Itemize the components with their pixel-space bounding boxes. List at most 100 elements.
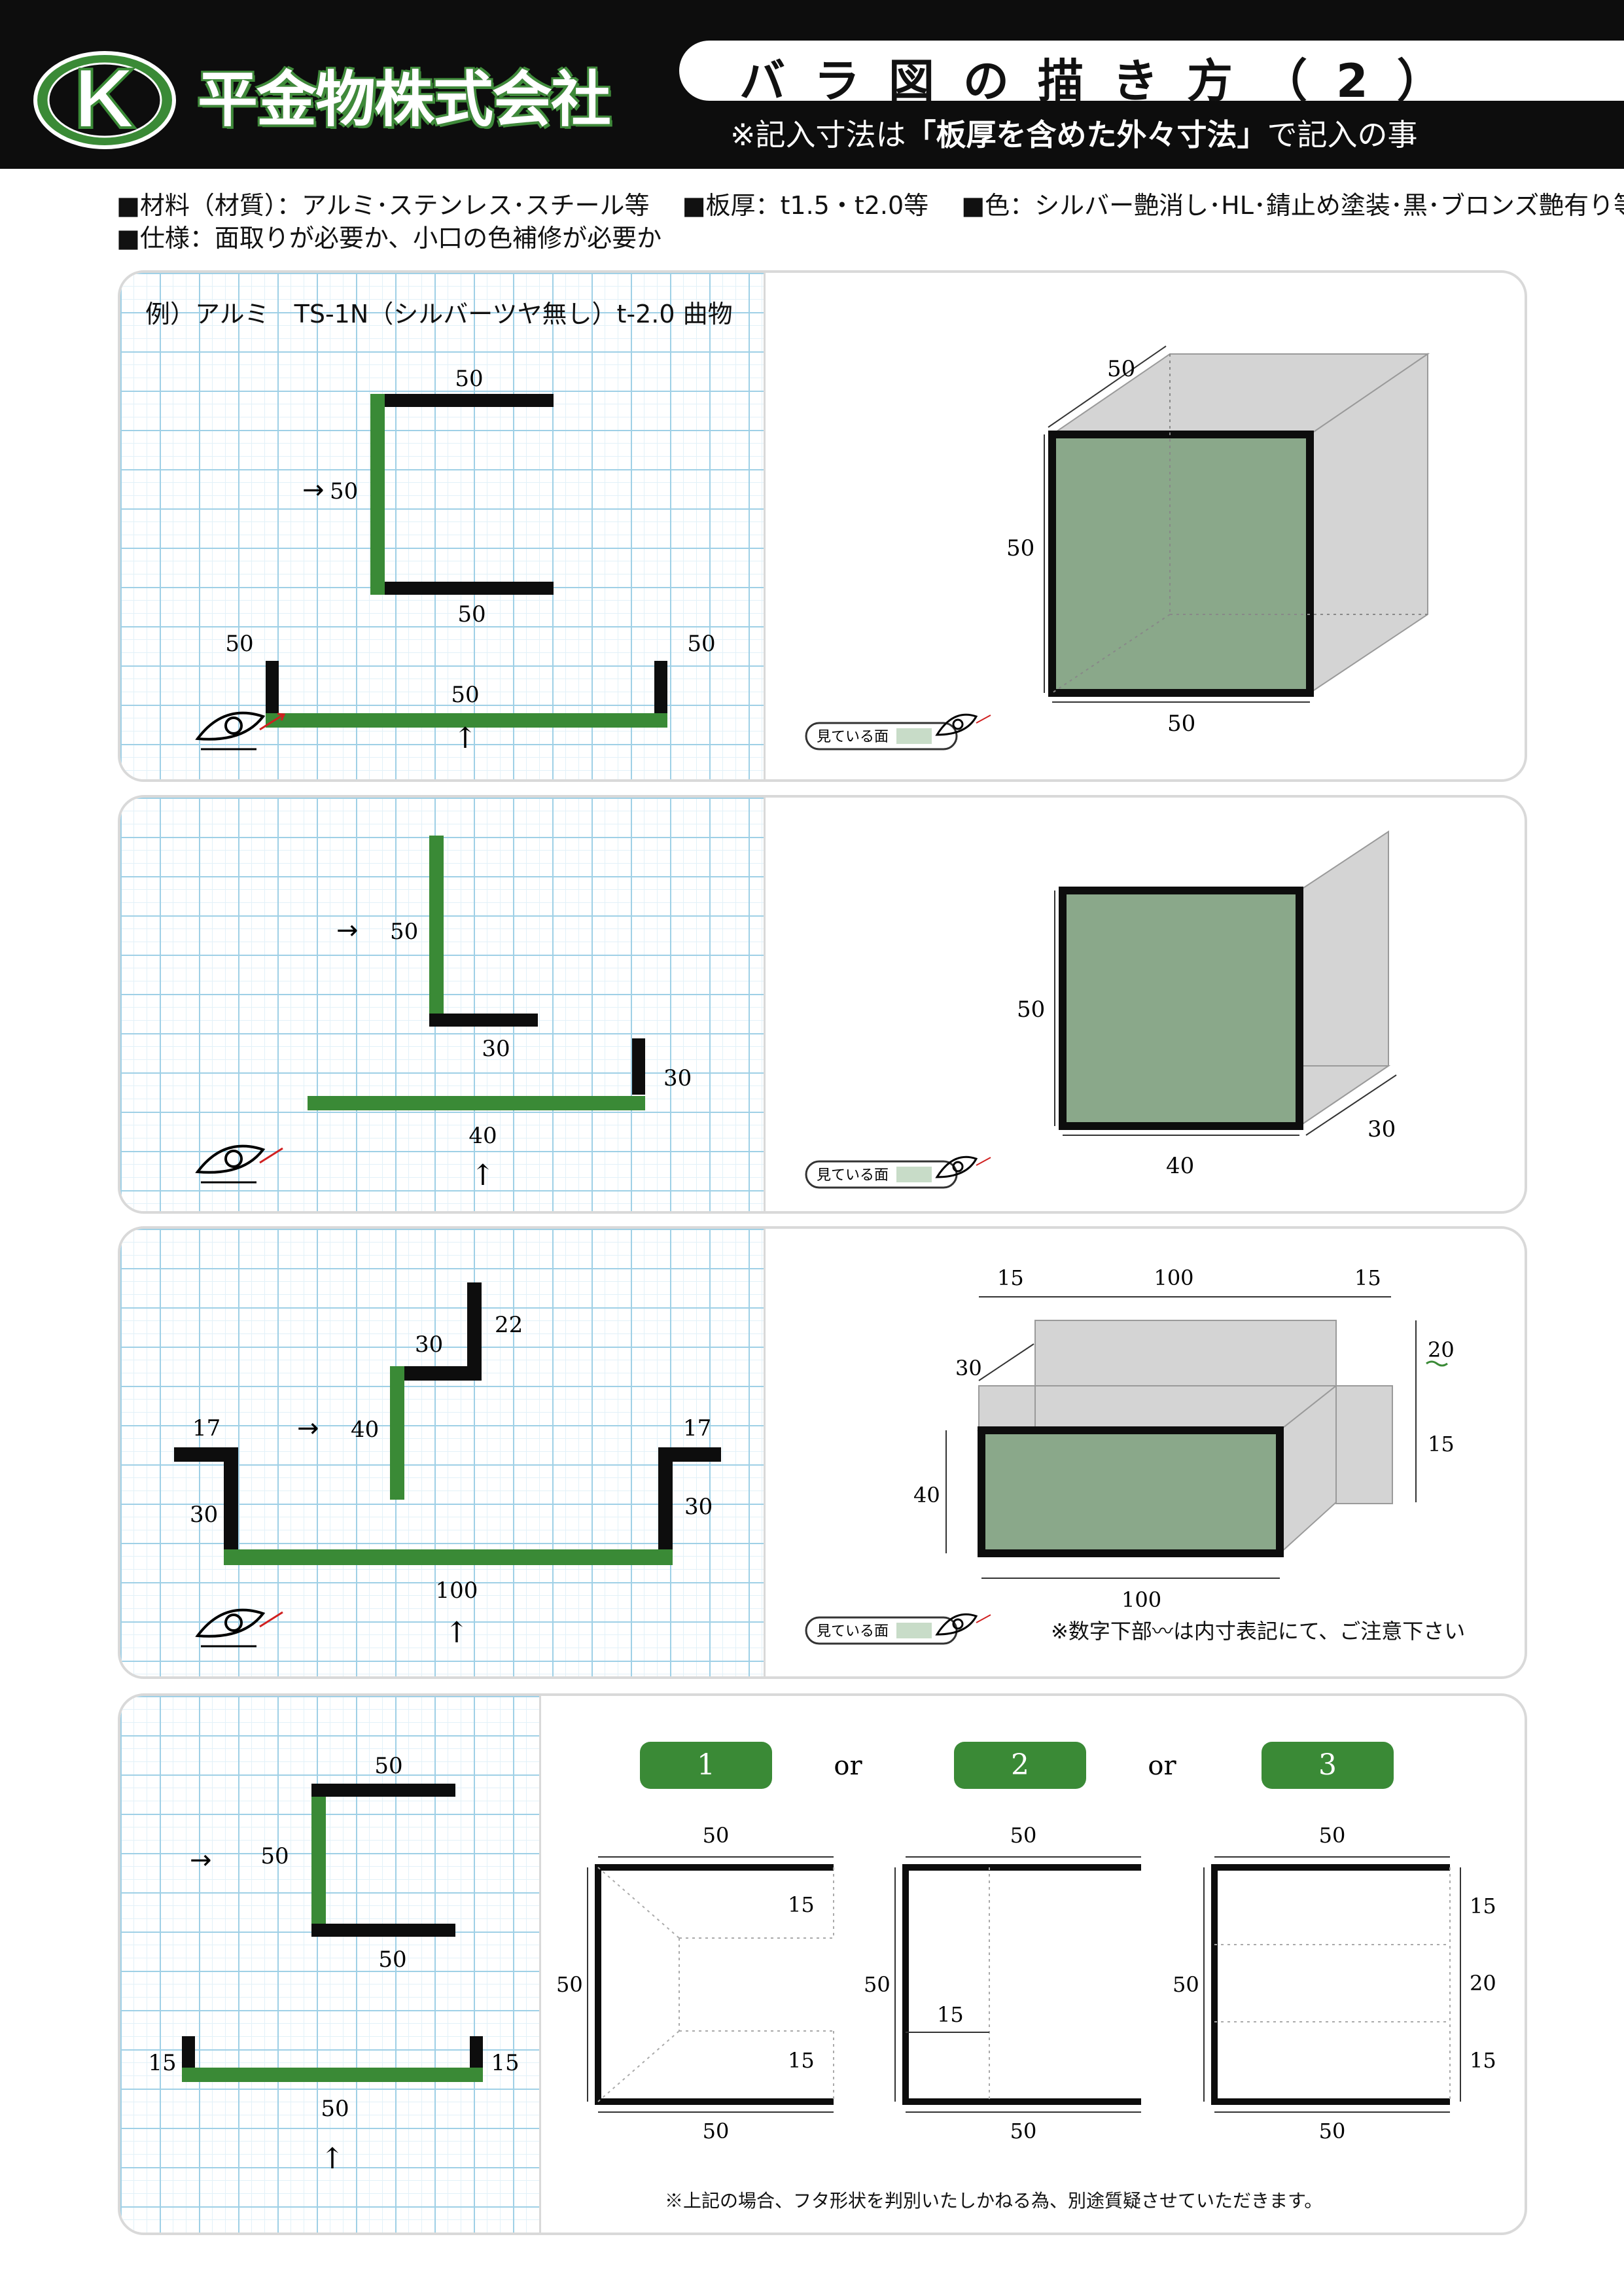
dim-flat-right: 30 [684, 1494, 713, 1520]
option-1-drawing: 50 50 50 15 15 [556, 1823, 834, 2144]
or-label: or [834, 1751, 862, 1781]
iso-front-face [1059, 887, 1303, 1130]
eye-icon [935, 1613, 991, 1636]
inner-dimension-note: ※数字下部〰は内寸表記にて、ご注意下さい [1051, 1619, 1466, 1644]
flat-step-edge [390, 1366, 482, 1381]
flat-side-face [370, 394, 385, 595]
dim-flat-step: 30 [415, 1332, 443, 1358]
iso-dim-left: 15 [997, 1265, 1024, 1290]
option-1-badge [640, 1742, 772, 1789]
view-arrow-right-icon: → [190, 1845, 212, 1875]
iso-dim-height: 50 [1017, 997, 1045, 1023]
flat-base-face [266, 713, 667, 728]
panel-example-3: 22 30 → 40 17 30 17 30 100 ↑ 見ている面 [118, 1226, 1527, 1679]
iso-dim-right-side: 15 [1428, 1432, 1455, 1456]
dim-flat-base: 50 [451, 682, 479, 708]
subtitle-emphasis: 「板厚を含めた外々寸法」 [906, 117, 1267, 152]
dim-flat-left: 50 [225, 631, 253, 657]
flat-base-face [224, 1549, 673, 1565]
opt1-dim-lower: 15 [788, 2048, 815, 2073]
page-title: バラ図の描き方（2） [739, 54, 1472, 108]
iso-dim-width: 50 [1167, 711, 1195, 737]
flat-left-flange [174, 1447, 237, 1462]
flat-right-flange [658, 1447, 721, 1462]
opt3-dim-r1: 15 [1470, 1894, 1496, 1918]
flat-side-face [311, 1784, 326, 1937]
spec-materials: ■材料（材質）：アルミ･ステンレス･スチール等 ■板厚：t1.5・t2.0等 ■… [116, 191, 1624, 220]
dim-flat-base: 40 [468, 1123, 497, 1149]
option-3-badge [1262, 1742, 1394, 1789]
legend-label: 見ている面 [817, 729, 889, 745]
option-1-label: 1 [697, 1748, 715, 1782]
dim-flat-top: 22 [495, 1312, 523, 1338]
iso-dim-depth: 30 [955, 1356, 982, 1381]
dim-flat-side: 50 [390, 919, 418, 945]
flat-bottom-edge [370, 582, 554, 595]
flat-top-edge [311, 1784, 455, 1797]
dim-flat-left: 30 [190, 1502, 218, 1528]
iso-dim-width: 100 [1121, 1587, 1161, 1612]
iso-dim-depth: 50 [1107, 356, 1135, 382]
flat-side-face [390, 1366, 404, 1500]
legend-label: 見ている面 [817, 1167, 889, 1184]
opt3-dim-left: 50 [1173, 1972, 1199, 1997]
panel2-drawing: → 50 30 30 40 ↑ 見ている面 50 30 4 [195, 830, 1397, 1192]
view-arrow-up-icon: ↑ [445, 1616, 469, 1650]
panel1-drawing: 50 50 → 50 50 50 50 ↑ 見ている面 [195, 345, 1430, 755]
opt1-dim-left: 50 [556, 1972, 583, 1997]
flat-top-edge [370, 394, 554, 407]
iso-dim-center: 100 [1154, 1265, 1193, 1290]
iso-dim-height: 50 [1006, 535, 1034, 561]
iso-dim-right: 15 [1354, 1265, 1381, 1290]
flat-base-face [308, 1096, 645, 1110]
header-bar: K 平金物株式会社 バラ図の描き方（2） ※記入寸法は「板厚を含めた外々寸法」で… [0, 0, 1624, 169]
opt2-dim-bottom: 50 [1010, 2119, 1037, 2144]
panel-example-2: → 50 30 30 40 ↑ 見ている面 50 30 4 [118, 795, 1527, 1214]
flat-right-lip [654, 661, 667, 726]
dim-flat-base: 100 [436, 1578, 478, 1604]
option-3-drawing: 50 50 50 15 20 15 [1173, 1823, 1496, 2144]
flat-side-face [429, 836, 444, 1027]
iso-dim-width: 40 [1166, 1153, 1194, 1179]
grid-area [120, 1696, 541, 2232]
eye-icon [195, 1608, 283, 1648]
opt3-dim-r2: 20 [1470, 1971, 1496, 1996]
flat-top-lip [467, 1282, 482, 1381]
or-label: or [1148, 1751, 1176, 1781]
dim-flat-right-top: 17 [683, 1415, 711, 1441]
flat-right-lip [632, 1038, 645, 1095]
viewed-face-legend: 見ている面 [805, 722, 958, 750]
opt2-dim-inner: 15 [937, 2002, 964, 2027]
option-2-drawing: 50 50 50 15 [864, 1823, 1141, 2144]
eye-icon [195, 711, 286, 750]
flat-bottom-edge [311, 1924, 455, 1937]
opt3-dim-top: 50 [1319, 1823, 1346, 1848]
iso-dim-height: 40 [913, 1483, 940, 1508]
flat-left-lip [266, 661, 279, 726]
iso-right-flange [1335, 1385, 1393, 1504]
dim-flat-side: 40 [351, 1417, 379, 1443]
subtitle-suffix: で記入の事 [1267, 117, 1418, 152]
iso-front-face [978, 1426, 1284, 1557]
panel-example-1: 例）アルミ TS-1N（シルバーツヤ無し）t-2.0 曲物 50 50 → 50… [118, 270, 1527, 782]
iso-left-flange [978, 1385, 1036, 1431]
opt3-dim-bottom: 50 [1319, 2119, 1346, 2144]
dim-flat-right: 30 [663, 1065, 692, 1091]
dim-flat-side: 50 [260, 1843, 289, 1869]
opt3-dim-r3: 15 [1470, 2048, 1496, 2073]
logo-letter: K [74, 50, 135, 146]
panel3-drawing: 22 30 → 40 17 30 17 30 100 ↑ 見ている面 [174, 1265, 1455, 1650]
title-pill [679, 41, 1624, 101]
flat-right-lip [658, 1447, 673, 1564]
view-arrow-right-icon: → [336, 915, 359, 945]
option-2-badge [954, 1742, 1086, 1789]
options-footnote: ※上記の場合、フタ形状を判別いたしかねる為、別途質疑させていただきます。 [665, 2190, 1323, 2212]
legend-label: 見ている面 [817, 1623, 889, 1640]
viewed-face-legend: 見ている面 [805, 1160, 958, 1189]
dim-flat-base: 50 [321, 2096, 349, 2122]
opt1-dim-upper: 15 [788, 1892, 815, 1917]
subtitle-prefix: ※記入寸法は [730, 117, 906, 152]
dim-flat-right: 15 [491, 2050, 519, 2076]
iso-back-flange [1034, 1320, 1337, 1386]
flat-bottom-edge [429, 1014, 538, 1027]
